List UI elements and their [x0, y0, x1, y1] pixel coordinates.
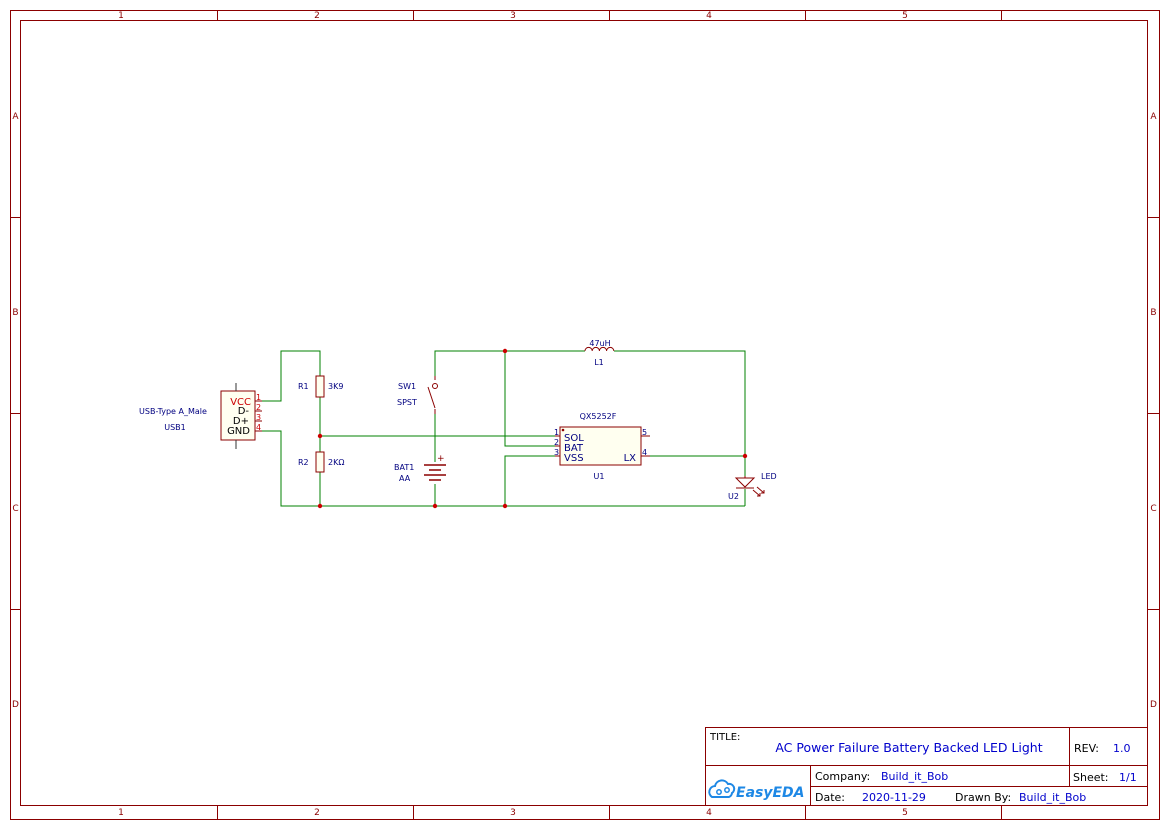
logo-text: EasyEDA: [736, 785, 805, 801]
sheet-value: 1/1: [1119, 771, 1137, 784]
usb-pin-dminus: D-: [238, 406, 250, 417]
rev-label: REV:: [1074, 742, 1099, 755]
usb-pin-number: 4: [256, 423, 261, 432]
ic-ref-label: U1: [594, 472, 605, 481]
column-label-bottom: 2: [314, 808, 320, 818]
r2-value-label: 2KΩ: [328, 458, 344, 467]
ic-value-label: QX5252F: [580, 412, 617, 421]
sw-value-label: SPST: [397, 398, 417, 407]
wires: [258, 350, 746, 507]
frame-labels: 1 2 3 4 5 1 2 3 4 5 A B C D A B C D: [12, 11, 1157, 818]
title-label: TITLE:: [709, 732, 740, 743]
inductor-value-label: 47uH: [589, 339, 610, 348]
led-value-label: LED: [761, 472, 777, 481]
resistor-r1[interactable]: R1 3K9: [298, 375, 343, 398]
row-label-right: C: [1150, 504, 1156, 514]
usb-value-label: USB-Type A_Male: [139, 407, 207, 416]
ic-pin-bat: BAT: [564, 443, 584, 454]
drawn-by-value: Build_it_Bob: [1019, 791, 1086, 804]
usb-pin-gnd: GND: [227, 426, 250, 437]
row-label-right: A: [1150, 112, 1157, 122]
resistor-r2[interactable]: R2 2KΩ: [298, 451, 344, 473]
title-block: TITLE: AC Power Failure Battery Backed L…: [705, 727, 1148, 806]
inductor-ref-label: L1: [594, 358, 604, 367]
column-label-top: 2: [314, 11, 320, 21]
schematic-title: AC Power Failure Battery Backed LED Ligh…: [775, 740, 1042, 755]
column-label-bottom: 5: [902, 808, 908, 818]
sw-ref-label: SW1: [398, 382, 416, 391]
date-label: Date:: [815, 791, 845, 804]
inductor-l1[interactable]: 47uH L1: [584, 339, 615, 367]
bat-ref-label: BAT1: [394, 463, 414, 472]
ic-pin-vss: VSS: [564, 453, 584, 464]
column-label-bottom: 3: [510, 808, 516, 818]
usb-pin-number: 3: [256, 413, 261, 422]
row-label-right: B: [1150, 308, 1156, 318]
ic-pin-sol: SOL: [564, 433, 584, 444]
row-label-left: A: [12, 112, 19, 122]
bat-value-label: AA: [399, 474, 411, 483]
battery-plus-sign: +: [437, 454, 445, 464]
switch-sw1[interactable]: SW1 SPST: [397, 376, 438, 414]
ic-pin-number: 1: [554, 428, 559, 437]
ic-pin-number: 2: [554, 438, 559, 447]
easyeda-logo: EasyEDA: [708, 779, 805, 801]
r1-value-label: 3K9: [328, 382, 343, 391]
row-label-right: D: [1150, 700, 1157, 710]
row-label-left: B: [12, 308, 18, 318]
column-label-top: 4: [706, 11, 712, 21]
usb-connector[interactable]: VCC D- D+ GND 1 2 3 4 USB-Type A_Male US…: [139, 383, 262, 449]
usb-pin-dplus: D+: [233, 416, 249, 427]
ic-u1[interactable]: SOL BAT VSS LX 1 2 3 4 5 QX5252F U1: [554, 412, 650, 481]
r1-ref-label: R1: [298, 382, 309, 391]
sheet-label: Sheet:: [1073, 771, 1109, 784]
column-label-top: 3: [510, 11, 516, 21]
ic-pin-number: 5: [642, 428, 647, 437]
column-label-top: 1: [118, 11, 124, 21]
led-u2[interactable]: LED U2: [728, 472, 777, 501]
rev-value: 1.0: [1113, 742, 1131, 755]
column-label-bottom: 1: [118, 808, 124, 818]
column-label-bottom: 4: [706, 808, 712, 818]
usb-ref-label: USB1: [164, 423, 186, 432]
sheet-frame: [10, 10, 1160, 820]
drawn-by-label: Drawn By:: [955, 791, 1011, 804]
ic-pin-number: 4: [642, 448, 647, 457]
usb-pin-number: 1: [256, 393, 261, 402]
row-label-left: C: [12, 504, 18, 514]
row-label-left: D: [12, 700, 19, 710]
company-label: Company:: [815, 770, 870, 783]
ic-pin-number: 3: [554, 448, 559, 457]
r2-ref-label: R2: [298, 458, 309, 467]
usb-pin-vcc: VCC: [230, 397, 251, 408]
battery-bat1[interactable]: + BAT1 AA: [394, 454, 446, 483]
junctions: [317, 348, 748, 509]
led-ref-label: U2: [728, 492, 739, 501]
company-value: Build_it_Bob: [881, 770, 948, 783]
column-label-top: 5: [902, 11, 908, 21]
usb-pin-number: 2: [256, 403, 261, 412]
ic-pin-lx: LX: [624, 453, 637, 464]
date-value: 2020-11-29: [862, 791, 926, 804]
